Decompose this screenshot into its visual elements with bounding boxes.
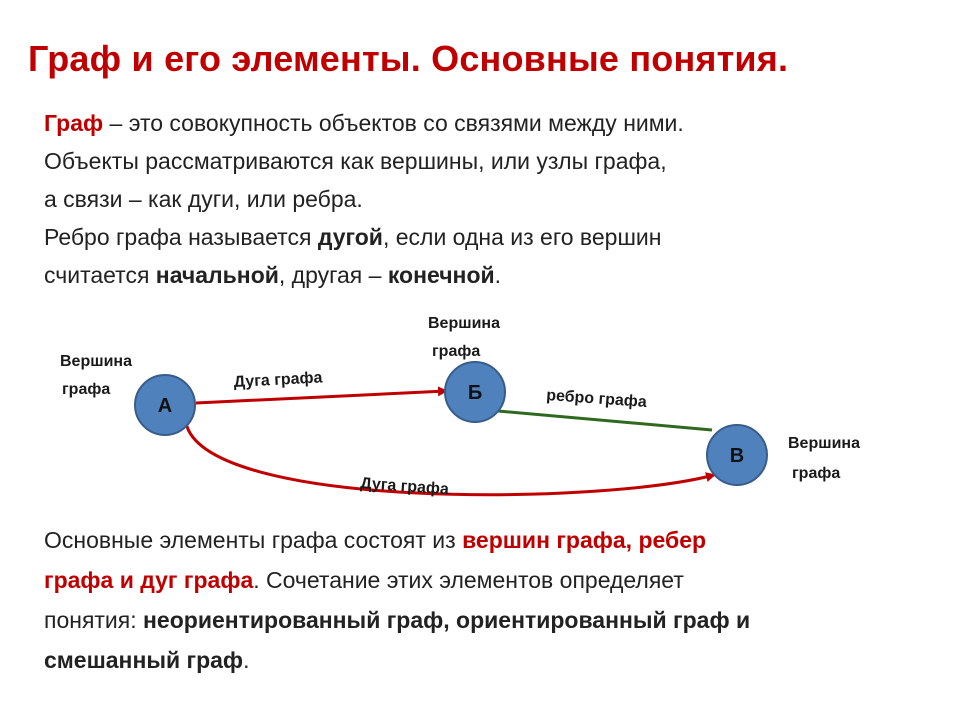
graph-diagram: А Б В Вершина графа Вершина графа Вершин… [0, 300, 960, 520]
intro-line-1-rest: – это совокупность объектов со связями м… [103, 110, 684, 136]
node-a: А [134, 374, 196, 436]
node-a-label: А [158, 395, 172, 417]
arc-a-b [195, 386, 448, 405]
summary-line-2-b: . Сочетание этих элементов определяет [253, 567, 684, 593]
summary-bold-2: смешанный граф [44, 647, 244, 673]
vertex-a-caption-2: графа [62, 381, 110, 398]
node-v: В [706, 424, 768, 486]
arc-a-v [184, 422, 716, 497]
intro-line-2: Объекты рассматриваются как вершины, или… [44, 148, 667, 174]
node-b-label: Б [468, 382, 482, 404]
arc-top-label: Дуга графа [233, 369, 323, 391]
arc-bottom-label: Дуга графа [360, 475, 450, 498]
node-v-label: В [730, 445, 744, 467]
summary-highlight-1: вершин графа, ребер [462, 527, 707, 553]
term-graph: Граф [44, 110, 104, 136]
summary-line-3-a: понятия: [44, 607, 144, 633]
summary-line-3: понятия: неориентированный граф, ориенти… [44, 600, 924, 640]
intro-line-5: считается начальной, другая – конечной. [44, 256, 924, 294]
summary-text: Основные элементы графа состоят из верши… [44, 520, 924, 680]
summary-line-4: смешанный граф. [44, 640, 924, 680]
intro-line-4-a: Ребро графа называется [44, 224, 318, 250]
intro-line-5-a: считается [44, 262, 156, 288]
summary-line-2: графа и дуг графа. Сочетание этих элемен… [44, 560, 924, 600]
page-title: Граф и его элементы. Основные понятия. [28, 38, 789, 79]
vertex-v-caption-1: Вершина [788, 435, 860, 452]
node-b: Б [444, 361, 506, 423]
graph-svg: А Б В Вершина графа Вершина графа Вершин… [60, 315, 860, 498]
edge-b-v [497, 409, 713, 432]
intro-text: Граф – это совокупность объектов со связ… [44, 104, 924, 294]
intro-line-4: Ребро графа называется дугой, если одна … [44, 218, 924, 256]
intro-line-5-e: . [494, 262, 502, 288]
summary-line-4-b: . [243, 647, 250, 673]
vertex-v-caption-2: графа [792, 465, 840, 482]
term-final: конечной [387, 262, 495, 288]
summary-line-1-a: Основные элементы графа состоят из [44, 527, 463, 553]
vertex-b-caption-1: Вершина [428, 315, 500, 332]
summary-highlight-2: графа и дуг графа [44, 567, 254, 593]
intro-line-4-c: , если одна из его вершин [382, 224, 662, 250]
summary-bold-1: неориентированный граф, ориентированный … [143, 607, 751, 633]
intro-line-5-c: , другая – [278, 262, 388, 288]
vertex-a-caption-1: Вершина [60, 353, 132, 370]
vertex-b-caption-2: графа [432, 343, 480, 360]
intro-line-3: а связи – как дуги, или ребра. [44, 186, 363, 212]
term-initial: начальной [155, 262, 279, 288]
intro-line-1: Граф – это совокупность объектов со связ… [44, 104, 924, 142]
term-arc: дугой [317, 224, 383, 250]
summary-line-1: Основные элементы графа состоят из верши… [44, 520, 924, 560]
edge-label: ребро графа [546, 387, 648, 411]
